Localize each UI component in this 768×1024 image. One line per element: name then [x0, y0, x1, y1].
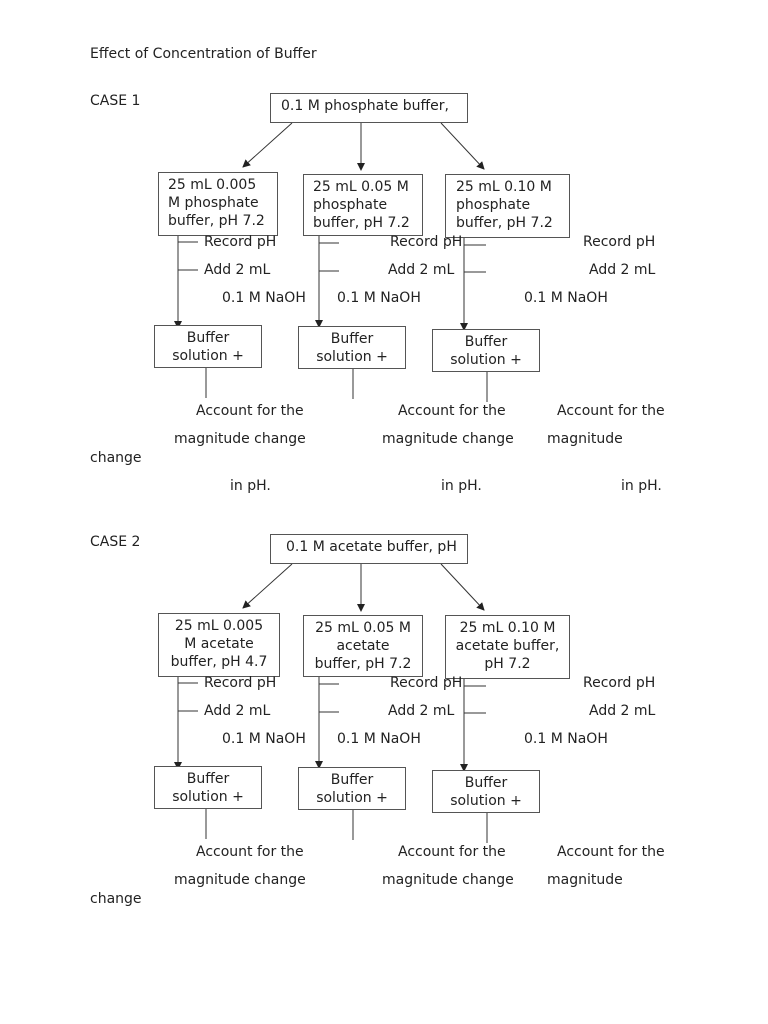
result-box-3: Buffer solution +: [432, 770, 540, 813]
sample-box-3: 25 mL 0.10 M acetate buffer, pH 7.2: [445, 615, 570, 679]
result-box-3: Buffer solution +: [432, 329, 540, 372]
result-box-1: Buffer solution +: [154, 766, 262, 809]
result-box-1: Buffer solution +: [154, 325, 262, 368]
top-buffer-box: 0.1 M phosphate buffer,: [270, 93, 468, 123]
sample-box-2: 25 mL 0.05 M acetate buffer, pH 7.2: [303, 615, 423, 677]
in-ph-text: in pH.: [441, 478, 482, 494]
case-1-connectors: [174, 122, 488, 402]
account-text: Account for the: [196, 403, 304, 419]
add-naoh-label: Add 2 mL: [589, 703, 656, 719]
arrow-top-to-box-3: [440, 563, 485, 611]
sample-box-2: 25 mL 0.05 M phosphate buffer, pH 7.2: [303, 174, 423, 236]
record-ph-label: Record pH: [583, 234, 656, 250]
naoh-concentration: 0.1 M NaOH: [524, 290, 608, 306]
sample-box-1: 25 mL 0.005 M phosphate buffer, pH 7.2: [158, 172, 278, 236]
naoh-concentration: 0.1 M NaOH: [524, 731, 608, 747]
arrow-top-to-box-1: [242, 122, 293, 168]
naoh-concentration: 0.1 M NaOH: [337, 731, 421, 747]
record-ph-label: Record pH: [390, 675, 463, 691]
record-ph-label: Record pH: [583, 675, 656, 691]
result-box-2: Buffer solution +: [298, 326, 406, 369]
record-ph-label: Record pH: [204, 675, 277, 691]
arrow-top-to-box-3: [440, 122, 485, 170]
result-box-2: Buffer solution +: [298, 767, 406, 810]
add-naoh-label: Add 2 mL: [589, 262, 656, 278]
top-buffer-box: 0.1 M acetate buffer, pH: [270, 534, 468, 564]
add-naoh-label: Add 2 mL: [388, 703, 455, 719]
naoh-concentration: 0.1 M NaOH: [337, 290, 421, 306]
add-naoh-label: Add 2 mL: [204, 703, 271, 719]
change-text: change: [90, 450, 142, 466]
account-text: Account for the: [398, 844, 506, 860]
magnitude-text: magnitude change: [174, 431, 306, 447]
case-label: CASE 2: [90, 534, 141, 550]
magnitude-text: magnitude: [547, 872, 623, 888]
magnitude-text: magnitude change: [382, 872, 514, 888]
record-ph-label: Record pH: [204, 234, 277, 250]
magnitude-text: magnitude change: [382, 431, 514, 447]
account-text: Account for the: [557, 844, 665, 860]
case-label: CASE 1: [90, 93, 141, 109]
arrow-top-to-box-1: [242, 563, 293, 609]
sample-box-3: 25 mL 0.10 M phosphate buffer, pH 7.2: [445, 174, 570, 238]
case-1: CASE 1 0.1 M phosphate buffer, 25 mL 0.0…: [0, 0, 768, 494]
record-ph-label: Record pH: [390, 234, 463, 250]
add-naoh-label: Add 2 mL: [388, 262, 455, 278]
naoh-concentration: 0.1 M NaOH: [222, 731, 306, 747]
magnitude-text: magnitude: [547, 431, 623, 447]
in-ph-text: in pH.: [621, 478, 662, 494]
naoh-concentration: 0.1 M NaOH: [222, 290, 306, 306]
case-2-connectors: [174, 563, 488, 843]
case-2: CASE 2 0.1 M acetate buffer, pH 25 mL 0.…: [0, 441, 768, 888]
change-text: change: [90, 891, 142, 907]
page-title: Effect of Concentration of Buffer: [90, 46, 317, 62]
magnitude-text: magnitude change: [174, 872, 306, 888]
account-text: Account for the: [196, 844, 304, 860]
account-text: Account for the: [557, 403, 665, 419]
sample-box-1: 25 mL 0.005 M acetate buffer, pH 4.7: [158, 613, 280, 677]
account-text: Account for the: [398, 403, 506, 419]
in-ph-text: in pH.: [230, 478, 271, 494]
add-naoh-label: Add 2 mL: [204, 262, 271, 278]
